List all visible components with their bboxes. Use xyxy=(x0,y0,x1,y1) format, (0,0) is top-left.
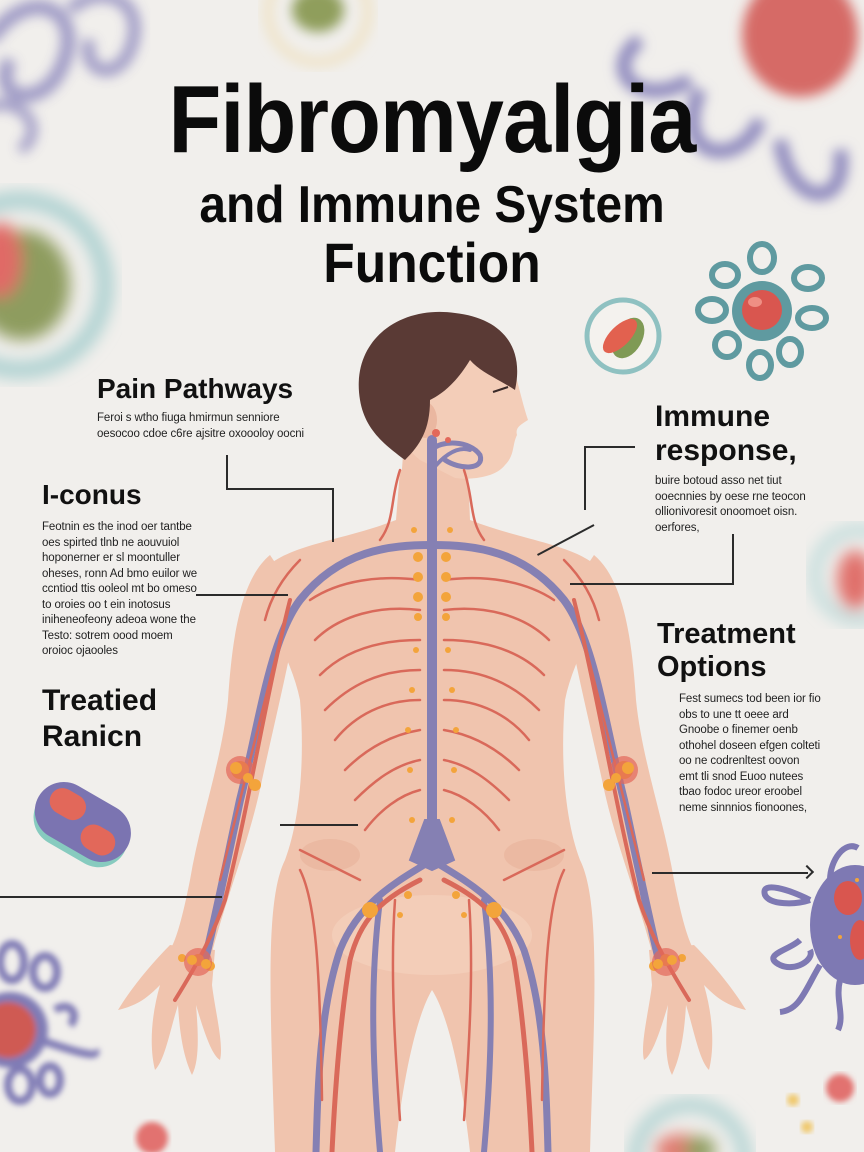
poster-title: Fibromyalgia xyxy=(168,66,697,173)
section-heading-treatment-options: Treatment Options xyxy=(657,618,796,684)
heading-line2: Ranicn xyxy=(42,720,143,753)
veins xyxy=(201,435,663,1152)
leader-line-treatment xyxy=(652,872,808,874)
blurred-red-cell-top-right-icon xyxy=(616,0,858,201)
section-text-pain-pathways: Feroi s wtho fiuga hmirmun senniore oeso… xyxy=(97,412,304,440)
blurred-dot-icon xyxy=(136,1122,168,1152)
section-text-immune-response: buire botoud asso net tiut ooecnnies by … xyxy=(655,475,806,534)
section-heading-treatied-ranicn: Treatied Ranicn xyxy=(42,683,157,755)
leader-line-immune-response xyxy=(585,446,635,448)
leader-line-iconus xyxy=(196,594,288,596)
leader-line-immune-response xyxy=(584,446,586,510)
section-heading-iconus: I-conus xyxy=(42,479,142,510)
leader-line-pain-pathways xyxy=(332,488,334,542)
hair xyxy=(358,311,518,460)
poster-subtitle: and Immune System xyxy=(199,176,665,234)
blurred-teal-cell-right-icon xyxy=(810,525,864,625)
leader-line-immune-response-2 xyxy=(570,583,734,585)
lymph-nodes xyxy=(178,527,686,971)
teal-immune-cell-icon xyxy=(695,241,829,381)
heading-line1: Treatied xyxy=(42,684,158,717)
blurred-dot-icon xyxy=(787,1094,799,1106)
blurred-ring-cell-top-icon xyxy=(263,0,373,67)
heading-line1: Immune xyxy=(655,400,771,433)
heading-line1: Treatment xyxy=(657,618,796,650)
section-heading-pain-pathways: Pain Pathways xyxy=(97,373,294,404)
blurred-purple-cell-top-left-icon xyxy=(0,0,141,155)
leader-line-treatied xyxy=(280,824,358,826)
leader-line-pain-pathways xyxy=(226,455,228,489)
leader-line-immune-response-2 xyxy=(732,534,734,584)
pill-cell-icon xyxy=(584,297,662,375)
section-heading-immune-response: Immune response, xyxy=(655,400,797,468)
leader-line-pain-pathways xyxy=(226,488,333,490)
leader-line-left-bottom xyxy=(0,896,222,898)
heading-line2: response, xyxy=(655,434,797,467)
heading-line2: Options xyxy=(657,651,767,683)
poster-subtitle-function: Function xyxy=(323,231,541,294)
section-text-treatment-options: Fest sumecs tod been ior fio obs to une … xyxy=(679,693,821,814)
blurred-dot-icon xyxy=(801,1121,813,1133)
purple-bacterium-icon xyxy=(33,782,131,868)
blurred-teal-cell-left-icon xyxy=(0,192,113,378)
purple-immune-cell-bottom-left-icon xyxy=(0,940,100,1105)
purple-immune-cell-bottom-right-icon xyxy=(761,843,864,1032)
blurred-ring-cell-bottom-icon xyxy=(629,1099,751,1152)
section-text-iconus: Feotnin es the inod oer tantbe oes spirt… xyxy=(42,521,198,657)
pelvis xyxy=(332,895,532,975)
blurred-dot-icon xyxy=(826,1074,854,1102)
